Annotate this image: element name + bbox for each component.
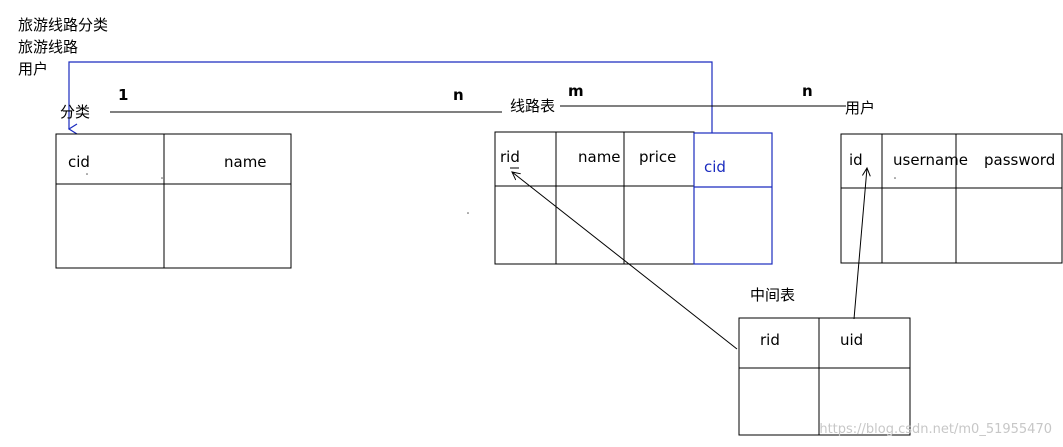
cardinality-n-right: n: [802, 82, 813, 100]
middle-col-uid: uid: [840, 331, 863, 349]
heading-route: 旅游线路: [18, 38, 78, 56]
stray-dot-4: [86, 173, 88, 175]
stray-dot-2: [161, 177, 163, 179]
route-col-price: price: [639, 148, 676, 166]
table-user: [840, 133, 1063, 264]
heading-user: 用户: [18, 60, 48, 78]
fk-arrow-rid: [512, 172, 738, 350]
category-col-name: name: [224, 153, 267, 171]
route-col-cid: cid: [704, 158, 726, 176]
table-middle: [738, 317, 911, 436]
user-col-id: id: [849, 151, 863, 169]
fk-arrow-uid: [853, 168, 867, 320]
entity-label-category: 分类: [60, 103, 90, 121]
user-col-username: username: [893, 151, 968, 169]
heading-category: 旅游线路分类: [18, 16, 108, 34]
cardinality-n-left: n: [453, 86, 464, 104]
entity-label-middle: 中间表: [750, 286, 795, 304]
middle-col-rid: rid: [760, 331, 780, 349]
stray-dot-3: [894, 177, 896, 179]
route-col-name: name: [578, 148, 621, 166]
entity-label-user: 用户: [845, 99, 875, 117]
cardinality-one: 1: [118, 86, 128, 104]
category-col-cid: cid: [68, 153, 90, 171]
entity-label-route: 线路表: [510, 97, 555, 115]
route-col-rid: rid: [500, 148, 520, 166]
fk-connector-cid: [67, 61, 713, 135]
watermark: https://blog.csdn.net/m0_51955470: [819, 422, 1052, 437]
route-cid-column: [693, 132, 773, 265]
cardinality-m: m: [568, 82, 584, 100]
user-col-password: password: [984, 151, 1055, 169]
table-category: [55, 133, 292, 269]
stray-dot-1: [467, 212, 469, 214]
